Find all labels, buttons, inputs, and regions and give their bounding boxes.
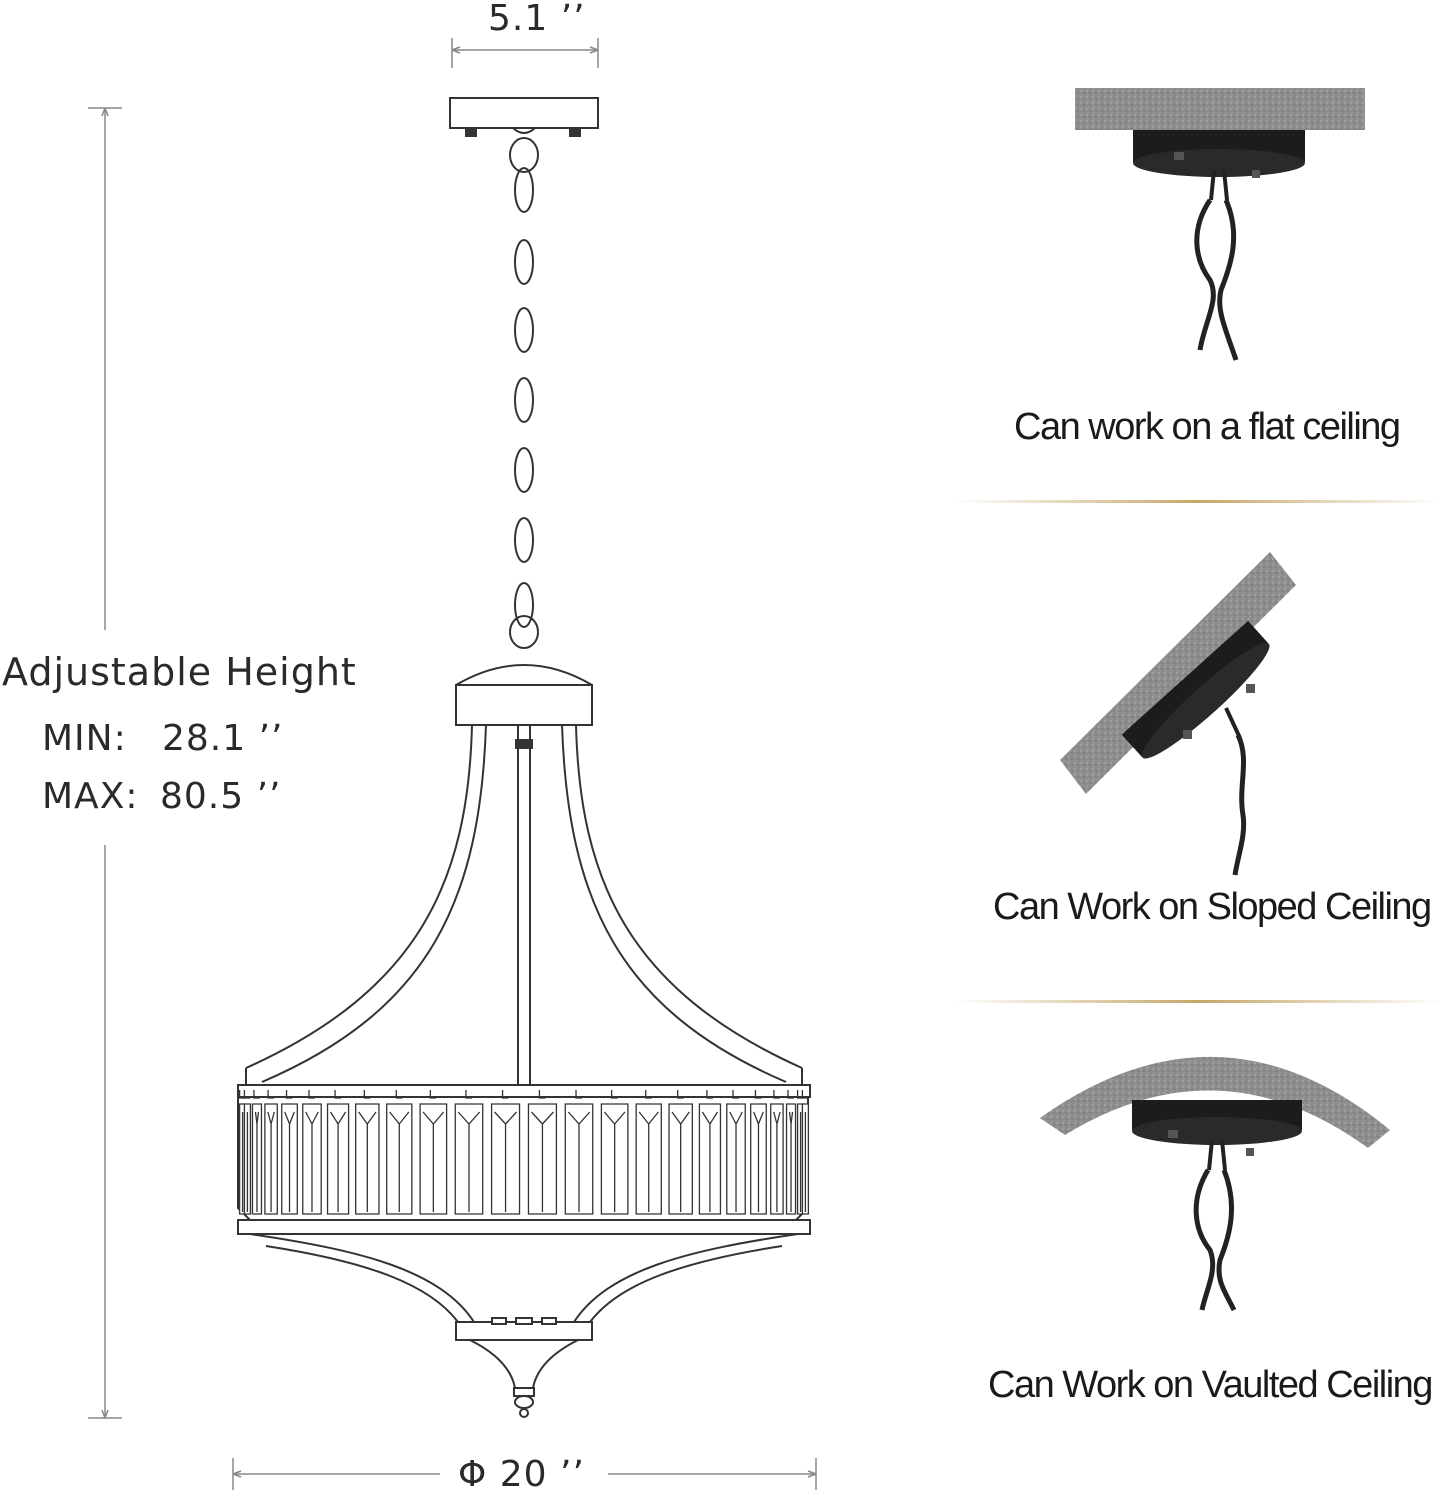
crystal-hook	[610, 1090, 618, 1099]
diameter-label: Φ 20 ’’	[458, 1454, 585, 1495]
sloped-ceiling-caption: Can Work on Sloped Ceiling	[993, 886, 1432, 928]
crystal-hook	[645, 1090, 652, 1099]
crystal-hook	[285, 1090, 293, 1099]
crystal-hook	[429, 1090, 437, 1099]
crystal-prism	[726, 1103, 746, 1215]
vaulted-ceiling-icon	[1040, 1056, 1390, 1312]
vaulted-ceiling-caption: Can Work on Vaulted Ceiling	[988, 1364, 1433, 1406]
crystal-prism	[750, 1103, 767, 1215]
flat-ceiling-icon	[1075, 88, 1365, 361]
crystal-prism	[785, 1103, 797, 1215]
crystal-hook	[787, 1090, 795, 1099]
crystal-prism	[355, 1103, 380, 1215]
divider-line	[955, 500, 1442, 503]
crystal-hook	[363, 1090, 371, 1099]
crystal-prism	[635, 1103, 662, 1215]
crystal-hook	[801, 1090, 809, 1099]
crystal-prism	[490, 1103, 521, 1215]
max-height-value: 80.5 ’’	[160, 776, 282, 817]
crystal-hook	[796, 1090, 804, 1099]
crystal-prism	[454, 1103, 484, 1215]
crystal-hook	[754, 1090, 762, 1099]
min-height-label: MIN:	[42, 718, 127, 759]
crystal-hook	[465, 1090, 472, 1099]
crystal-prism	[698, 1103, 722, 1215]
crystal-hook	[706, 1090, 713, 1099]
max-height-label: MAX:	[42, 776, 139, 817]
crystal-hook	[538, 1090, 546, 1099]
crystal-prism	[281, 1103, 298, 1215]
crystal-prism	[326, 1103, 350, 1215]
flat-ceiling-caption: Can work on a flat ceiling	[1014, 406, 1401, 448]
min-height-value: 28.1 ’’	[162, 718, 284, 759]
canopy-width-label: 5.1 ’’	[488, 0, 586, 39]
crystal-hook	[253, 1090, 260, 1099]
canopy-width-dimension	[451, 38, 599, 68]
crystal-hook	[575, 1090, 583, 1099]
chandelier-drawing	[237, 97, 811, 1418]
crystal-hook	[334, 1090, 342, 1099]
crystal-hook	[308, 1090, 315, 1099]
crystal-prism	[264, 1103, 278, 1215]
diameter-dimension	[232, 1458, 817, 1490]
crystal-prisms	[238, 1090, 810, 1215]
crystal-prism	[251, 1103, 263, 1215]
crystal-hook	[238, 1090, 246, 1099]
divider-line	[955, 1000, 1442, 1003]
crystal-prism	[419, 1103, 448, 1215]
crystal-hook	[243, 1090, 251, 1099]
crystal-prism	[386, 1103, 413, 1215]
crystal-hook	[677, 1090, 684, 1099]
crystal-prism	[668, 1103, 693, 1215]
crystal-prism	[600, 1103, 629, 1215]
crystal-prism	[564, 1103, 594, 1215]
crystal-prism	[527, 1103, 558, 1215]
crystal-prism	[770, 1103, 784, 1215]
crystal-hook	[267, 1090, 275, 1099]
crystal-hook	[501, 1090, 509, 1099]
crystal-hook	[773, 1090, 780, 1099]
crystal-hook	[732, 1090, 740, 1099]
height-dimension	[88, 107, 122, 1419]
sloped-ceiling-icon	[1060, 552, 1296, 876]
crystal-prism	[243, 1103, 252, 1215]
crystal-prism	[302, 1103, 322, 1215]
height-title: Adjustable Height	[2, 650, 357, 694]
crystal-prism	[801, 1103, 810, 1215]
crystal-hook	[395, 1090, 403, 1099]
